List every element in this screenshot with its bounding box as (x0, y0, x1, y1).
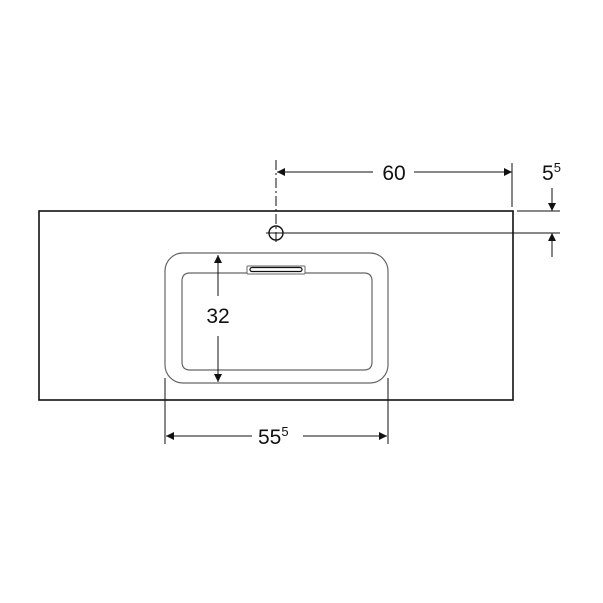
overflow-slot-inner (249, 266, 303, 273)
dimension-label-55-5: 555 (258, 424, 289, 449)
dimension-label-5-5: 55 (542, 160, 561, 185)
dimension-label-32: 32 (206, 305, 229, 328)
basin-outer-rim (164, 252, 389, 384)
basin-inner-bowl (181, 272, 373, 371)
dimension-label-60: 60 (382, 162, 405, 185)
